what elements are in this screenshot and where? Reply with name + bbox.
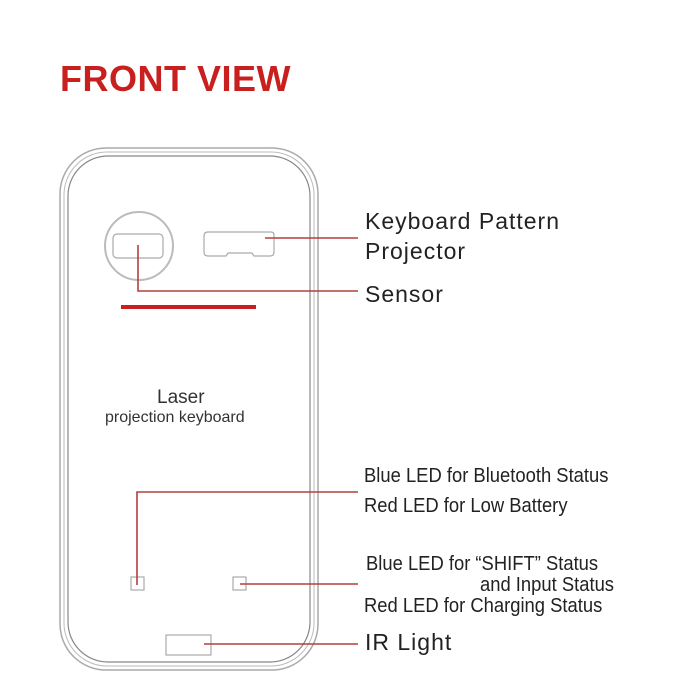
ir-window	[165, 634, 212, 656]
projector-label-line1: Keyboard Pattern	[365, 208, 561, 234]
ir-label: IR Light	[365, 629, 453, 655]
led-right-label-line2: and Input Status	[480, 574, 615, 596]
sensor-callout-line	[137, 245, 358, 292]
device-outer-outline	[59, 147, 319, 671]
device-subtitle: projection keyboard	[105, 409, 245, 426]
led-right-label-line3: Red LED for Charging Status	[364, 595, 603, 617]
page-title: FRONT VIEW	[60, 58, 291, 99]
device-mid-outline	[63, 151, 315, 667]
sensor-label: Sensor	[365, 281, 444, 307]
led-left-callout-line	[136, 491, 358, 585]
device-name: Laser	[157, 387, 205, 408]
projector-window	[203, 231, 275, 257]
red-bar	[121, 305, 256, 309]
led-left-label-line2: Red LED for Low Battery	[364, 495, 568, 517]
led-left-label-line1: Blue LED for Bluetooth Status	[364, 465, 609, 487]
led-right-label-line1: Blue LED for “SHIFT” Status	[366, 553, 599, 575]
device-inner-outline	[67, 155, 311, 663]
sensor-ring	[104, 211, 174, 281]
projector-label-line2: Projector	[365, 238, 467, 264]
